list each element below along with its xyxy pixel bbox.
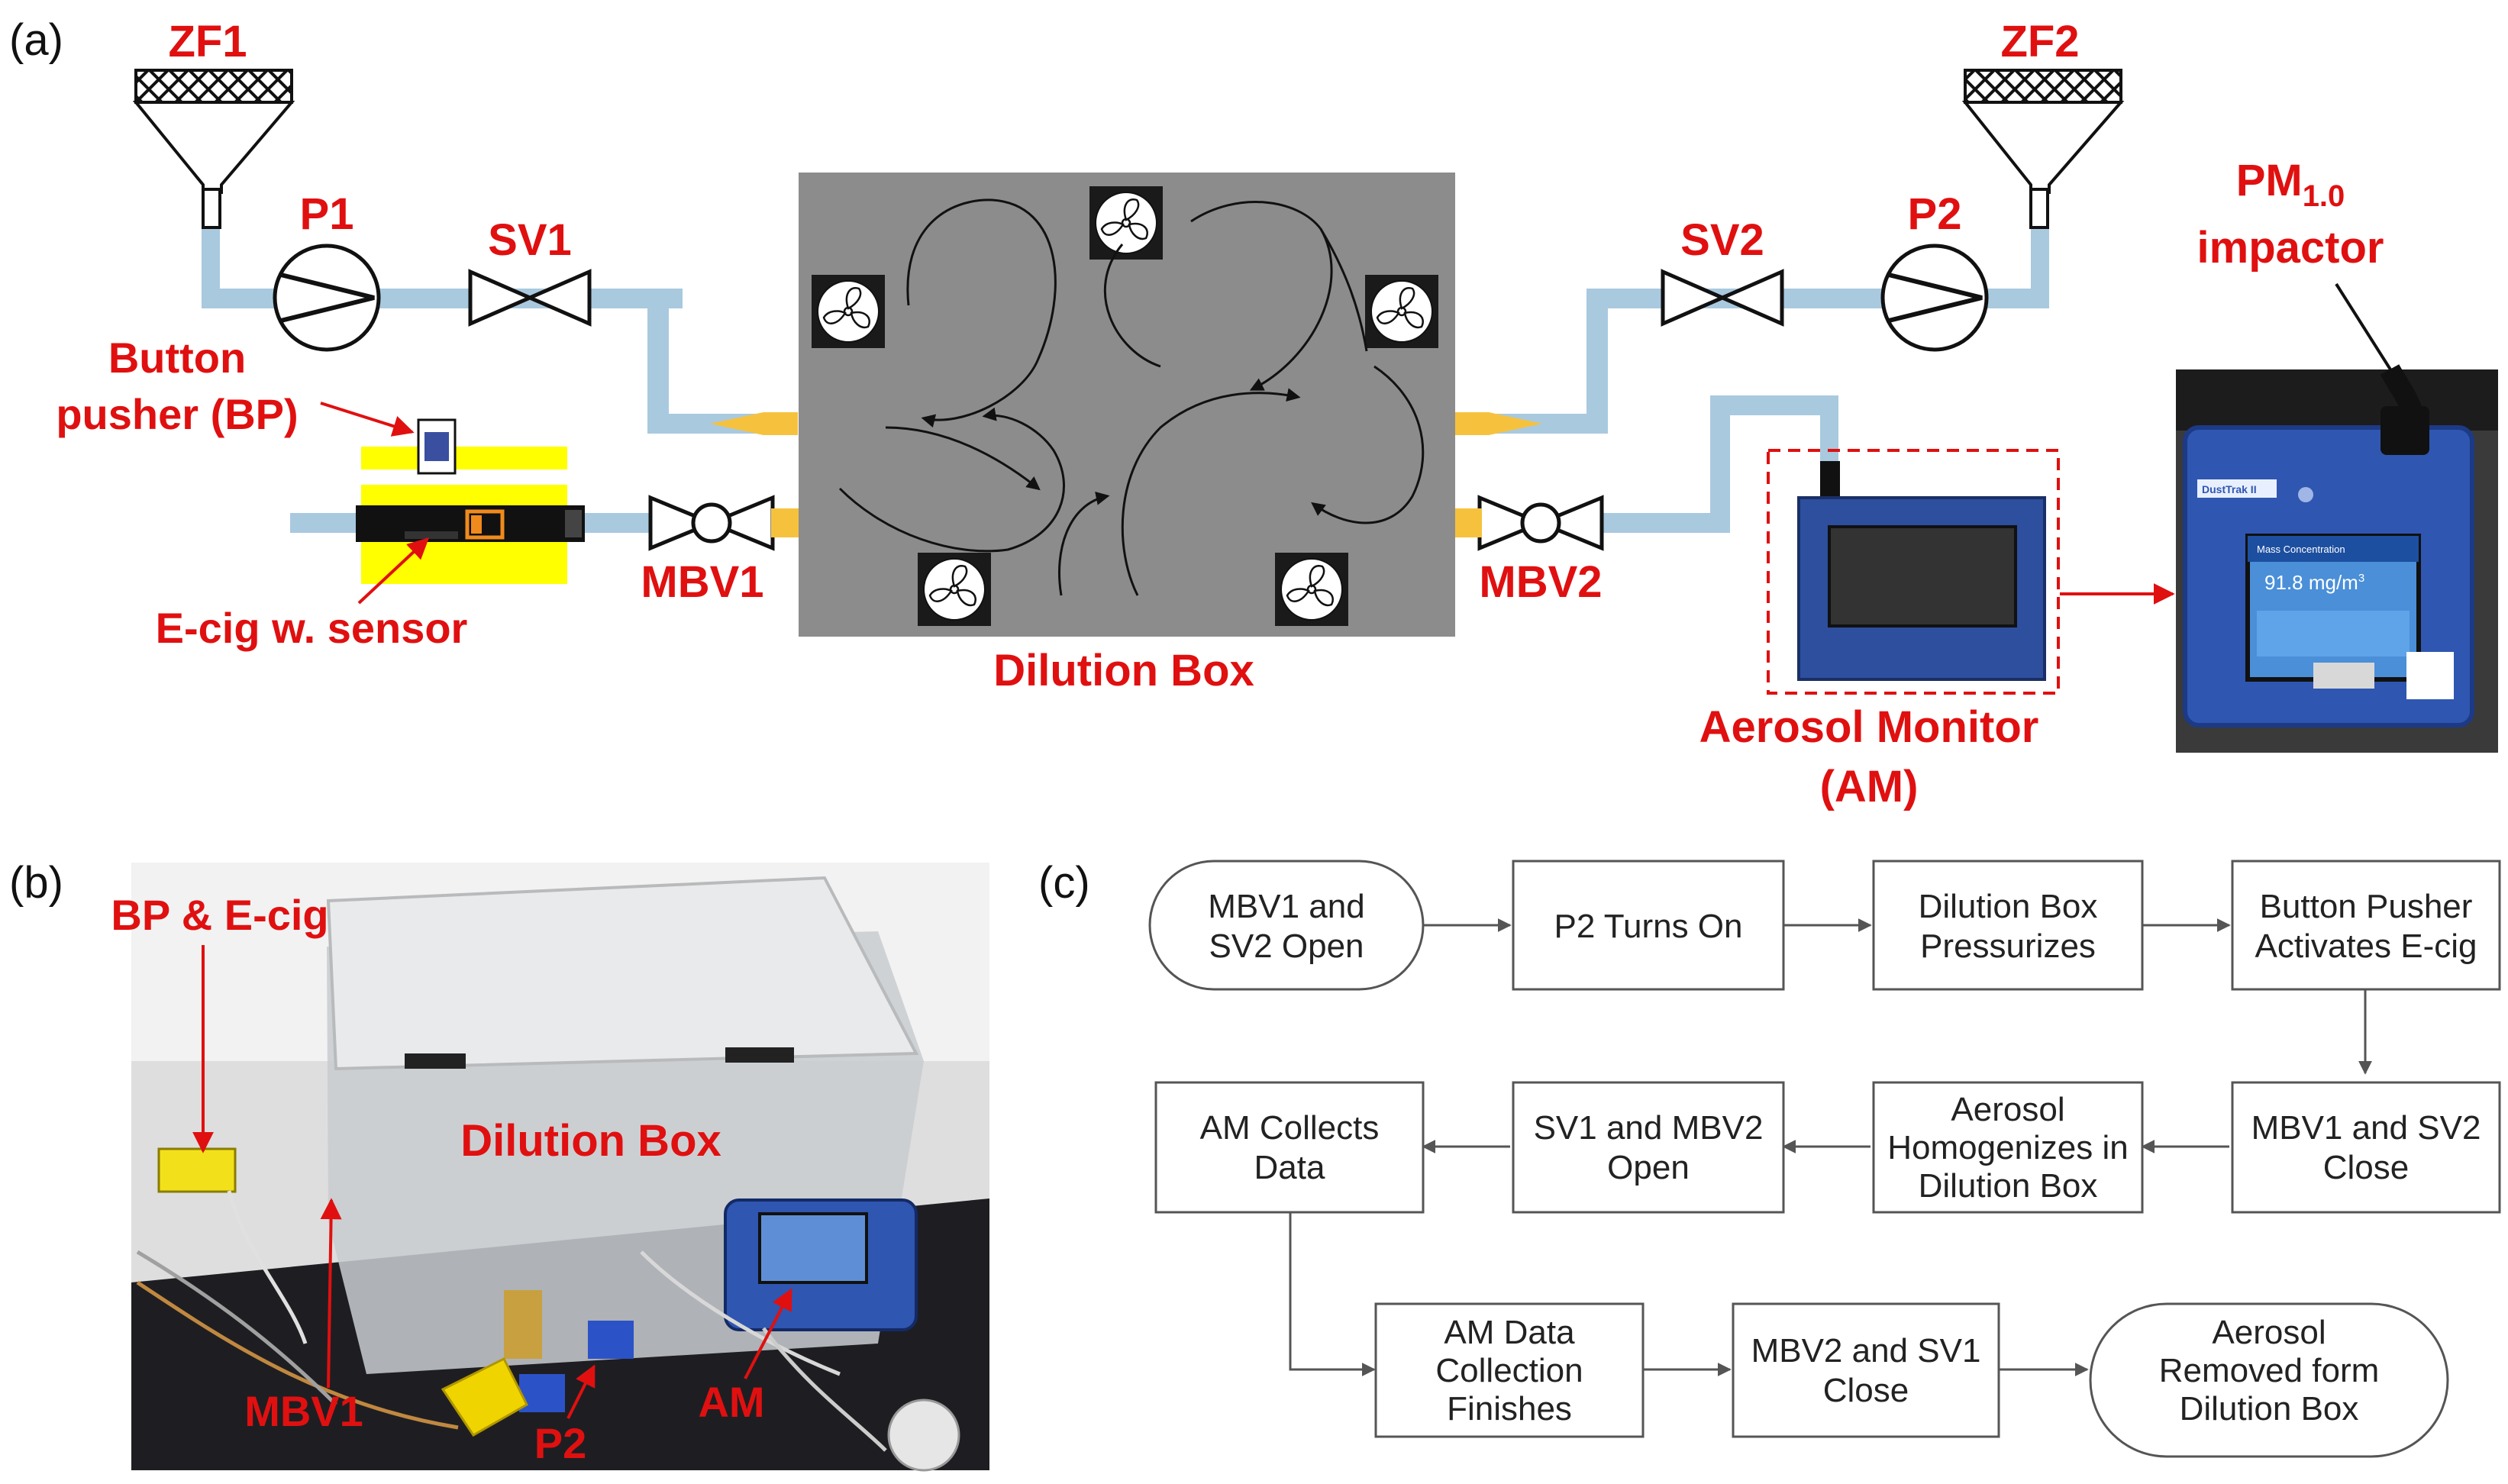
fan-icon [1273,551,1350,627]
flow-node-text: MBV2 and SV1 [1751,1332,1981,1369]
fan-icon [1088,185,1164,261]
fan-icon [810,273,886,350]
flow-node-text: MBV1 and SV2 [2251,1109,2481,1147]
label-p1: P1 [300,189,354,239]
panel-c-flowchart: (c) MBV1 and SV2 Open P2 Turns On Diluti… [1038,858,2501,1458]
flow-node-text: Pressurizes [1920,928,2096,965]
label-dilution-box: Dilution Box [993,646,1254,695]
flow-node-text: Data [1254,1149,1325,1186]
photo-label-mbv1: MBV1 [244,1387,363,1435]
panel-label-b: (b) [9,858,63,908]
flow-node-box-pressurizes [1872,860,2144,991]
flow-node-text: AM Collects [1200,1109,1380,1147]
flow-node-aerosol-homogenizes [1872,1081,2144,1214]
label-ecig-sensor: E-cig w. sensor [156,604,468,652]
dilution-box [799,173,1455,637]
ecig-with-sensor [356,447,585,584]
flow-node-sv1-mbv2-open [1512,1081,1785,1214]
flow-node-text: Open [1607,1149,1690,1186]
photo-label-p2: P2 [534,1419,587,1467]
label-aerosol-monitor-line2: (AM) [1820,762,1919,811]
aerosol-monitor [1767,449,2060,695]
flow-node-text: SV1 and MBV2 [1534,1109,1764,1147]
flow-node-mbv2-sv1-close [1732,1302,2000,1438]
flow-node-text: Dilution Box [1919,888,2098,925]
flow-node-text: Finishes [1447,1390,1572,1428]
photo-label-dilution-box: Dilution Box [460,1116,721,1166]
flow-node-text: Aerosol [1951,1091,2064,1128]
label-zf2: ZF2 [2000,17,2079,66]
flow-node-am-collects-data [1154,1081,1425,1214]
label-pm-impactor-line1: PM1.0 [2236,156,2345,213]
flow-node-text: Collection [1435,1352,1583,1389]
flow-node-text: Dilution Box [1919,1167,2098,1205]
label-aerosol-monitor-line1: Aerosol Monitor [1699,702,2039,752]
flow-node-text: P2 Turns On [1554,908,1742,945]
flow-node-aerosol-removed [2089,1302,2449,1458]
fan-icon [916,551,993,627]
button-pusher-icon [417,418,457,475]
monitor-photo: Mass Concentration 91.8 mg/m3 DustTrak I… [2176,364,2498,753]
monitor-brand: DustTrak II [2202,483,2257,495]
flow-node-text: Homogenizes in [1887,1129,2129,1166]
zero-filter-zf1 [132,69,295,229]
flow-node-button-pusher-activates [2231,860,2501,991]
pump-p1-icon [273,244,381,352]
photo-label-am: AM [698,1378,764,1426]
flow-node-text: Close [2323,1149,2410,1186]
label-mbv1: MBV1 [641,557,763,607]
label-zf1: ZF1 [168,17,247,66]
photo-label-bp-ecig: BP & E-cig [111,891,328,939]
flow-node-text: Aerosol [2212,1314,2326,1351]
flow-node-text: MBV1 and [1208,888,1364,925]
fan-icon [1364,273,1440,350]
monitor-screen-title: Mass Concentration [2257,544,2345,555]
label-sv1: SV1 [488,215,572,265]
flow-node-mbv1-sv2-close [2231,1081,2501,1214]
flow-node-text: Removed form [2159,1352,2380,1389]
flow-node-text: AM Data [1444,1314,1575,1351]
flow-node-text: SV2 Open [1209,928,1364,965]
panel-label-c: (c) [1038,858,1090,908]
solenoid-valve-sv1-icon [468,269,592,327]
label-mbv2: MBV2 [1479,557,1602,607]
flow-node-text: Activates E-cig [2255,928,2477,965]
label-sv2: SV2 [1680,215,1764,265]
zero-filter-zf2 [1961,69,2125,229]
flow-node-text: Close [1823,1372,1909,1409]
flow-node-am-data-collection-finishes [1374,1302,1645,1438]
panel-b-photo: (b) BP & E-cig Dilution Box MBV1 P2 AM [9,858,989,1472]
ball-valve-mbv2-icon [1477,495,1604,551]
solenoid-valve-sv2-icon [1661,269,1784,327]
label-pm-impactor-line2: impactor [2197,223,2384,273]
ball-valve-mbv1-icon [648,495,775,551]
panel-label-a: (a) [9,15,63,65]
flow-node-text: Dilution Box [2180,1390,2359,1428]
pump-p2-icon [1880,244,1989,352]
monitor-reading: 91.8 mg/m3 [2264,571,2364,594]
flow-node-p2-turns-on [1512,860,1785,991]
label-button-pusher-line2: pusher (BP) [56,390,298,438]
label-button-pusher-line1: Button [108,334,246,382]
flow-node-text: Button Pusher [2260,888,2473,925]
label-p2: P2 [1908,189,1962,239]
flow-node-mbv1-sv2-open [1148,860,1425,991]
panel-a-schematic: (a) ZF1 [9,15,2498,811]
